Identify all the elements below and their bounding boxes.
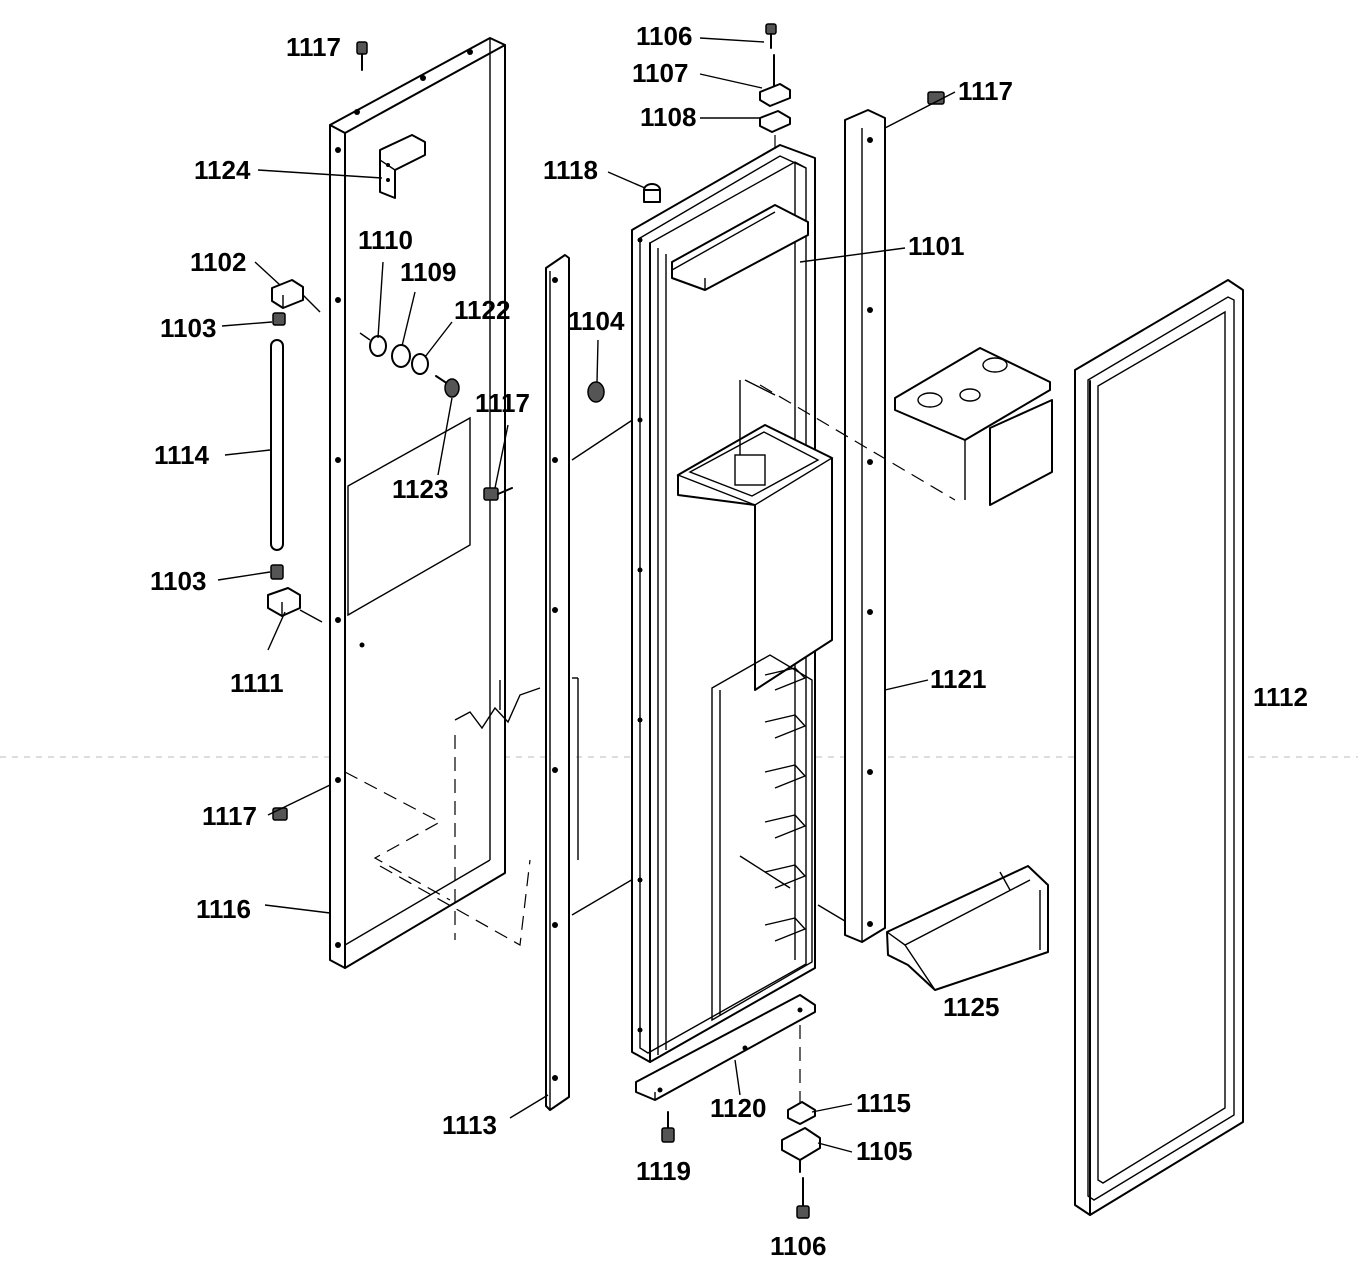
part-1111-hinge-block [267, 587, 323, 623]
callout-1118: 1118 [543, 155, 598, 185]
part-1124-bracket [379, 134, 426, 199]
part-1113-trim-strip [545, 254, 641, 1111]
callout-1105: 1105 [856, 1136, 912, 1166]
part-1115-plate [787, 1101, 816, 1125]
callout-1104: 1104 [568, 306, 625, 336]
part-1125-bin [886, 865, 1049, 991]
callout-1121: 1121 [930, 664, 986, 694]
callout-1120: 1120 [710, 1093, 766, 1123]
hinge-bracket-upper-right [894, 347, 1053, 506]
callout-1124: 1124 [194, 155, 251, 185]
callout-1103-top: 1103 [160, 313, 216, 343]
callout-1102: 1102 [190, 247, 246, 277]
part-1120-bottom-bracket [635, 994, 816, 1101]
callout-1125: 1125 [943, 992, 999, 1022]
part-1105-hinge [781, 1127, 821, 1173]
callout-1112: 1112 [1253, 682, 1308, 712]
bin-ribs [764, 667, 807, 942]
callout-1108: 1108 [640, 102, 696, 132]
part-1107-hinge-pin [759, 54, 791, 107]
leader-lines [217, 37, 956, 1153]
callout-1119: 1119 [636, 1156, 691, 1186]
part-1103-spring-bottom [270, 564, 284, 580]
callout-1109: 1109 [400, 257, 456, 287]
part-1112-gasket [1074, 279, 1244, 1216]
part-1117-screw-mid [483, 487, 513, 501]
part-1118-cap [643, 183, 661, 203]
callout-1123: 1123 [392, 474, 448, 504]
part-1106-screw-bottom [796, 1177, 810, 1219]
part-1119-screw [661, 1111, 675, 1143]
callout-1117-left: 1117 [202, 801, 257, 831]
callout-1107: 1107 [632, 58, 688, 88]
part-1109-washer [391, 344, 411, 368]
callout-1117-top-right: 1117 [958, 76, 1013, 106]
callout-1111: 1111 [230, 668, 284, 698]
part-1114-rod [270, 339, 284, 551]
part-1110-washer [359, 332, 387, 357]
callout-1110: 1110 [358, 225, 413, 255]
part-1121-trim-strip [759, 109, 956, 943]
part-1101-inner-liner [631, 144, 861, 1063]
part-1108-plate [759, 110, 791, 133]
callout-1117-top-left: 1117 [286, 32, 341, 62]
part-1104-nut [587, 381, 605, 403]
callout-1122: 1122 [454, 295, 510, 325]
callout-1106-top: 1106 [636, 21, 692, 51]
part-1102-hinge-block [271, 279, 321, 313]
part-1116-outer-panel [329, 37, 541, 969]
callout-1106-bottom: 1106 [770, 1231, 826, 1261]
callout-1101: 1101 [908, 231, 964, 261]
part-1122-washer [411, 353, 429, 375]
callout-1116: 1116 [196, 894, 251, 924]
callout-1115: 1115 [856, 1088, 911, 1118]
callout-1114: 1114 [154, 440, 210, 470]
callout-labels: 1117 1106 1107 1117 1108 1124 1118 1110 … [150, 21, 1308, 1261]
part-1103-spring-top [272, 312, 286, 326]
part-1117-screw-top [356, 41, 368, 71]
callout-1113: 1113 [442, 1110, 497, 1140]
callout-1117-mid: 1117 [475, 388, 530, 418]
part-1123-screw [435, 375, 460, 398]
callout-1103-bottom: 1103 [150, 566, 206, 596]
part-1106-screw-top [765, 23, 777, 49]
